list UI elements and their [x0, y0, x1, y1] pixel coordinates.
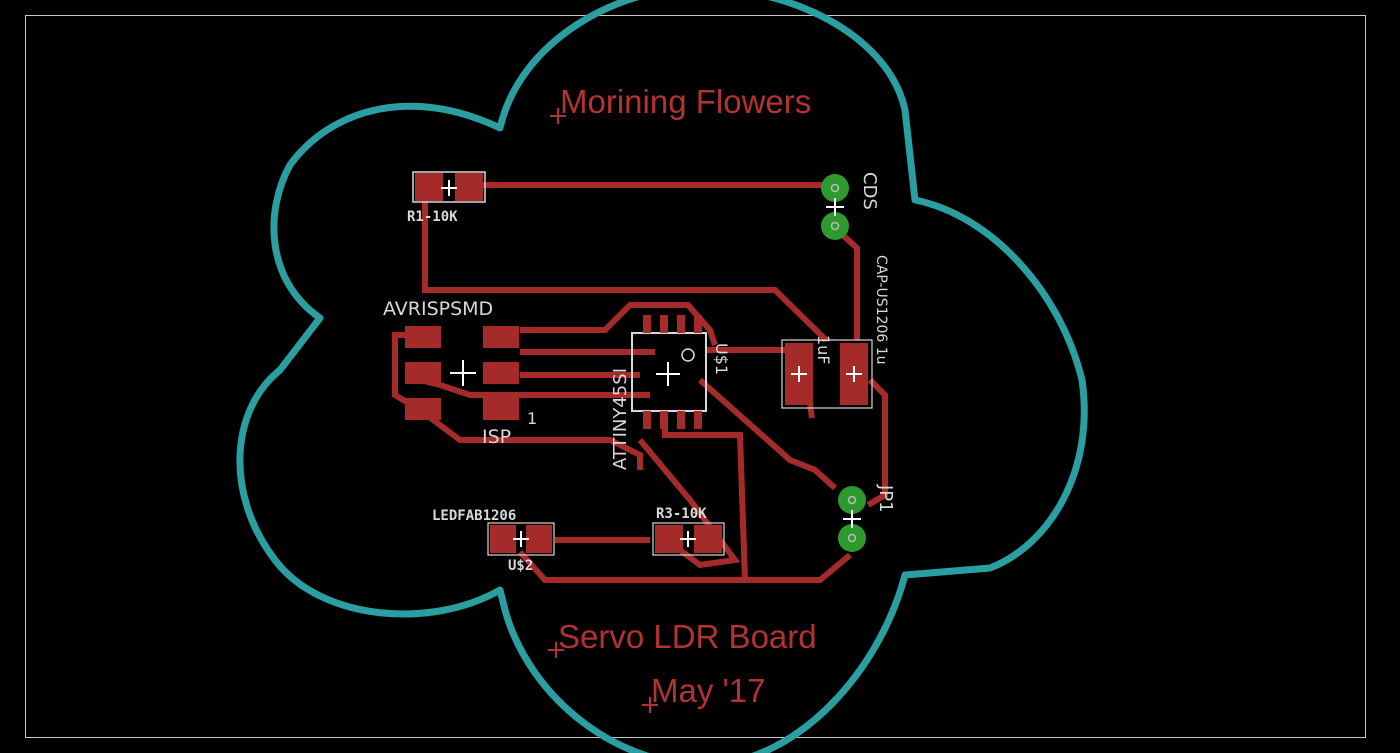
cds-pad-2	[821, 212, 849, 240]
trace-r1-down	[422, 188, 829, 343]
date-origin-cross	[642, 697, 658, 713]
ic-body	[631, 332, 707, 412]
jp1-pad-2	[838, 524, 866, 552]
cds-label: CDS	[859, 172, 880, 210]
isp-pad-1	[405, 326, 441, 348]
led-1206[interactable]	[487, 522, 555, 556]
trace-isp-top	[520, 302, 718, 346]
cap-label: 1uF	[814, 335, 833, 365]
jp1-pad-1	[838, 486, 866, 514]
r3-resistor[interactable]	[652, 522, 725, 556]
ic-ref-label: U$1	[712, 343, 731, 375]
isp-origin-cross	[450, 360, 476, 386]
jp1-label: JP1	[875, 484, 896, 513]
isp-pad-4	[483, 326, 519, 348]
flower-outline	[236, 0, 1088, 753]
subtitle-origin-cross	[548, 642, 564, 658]
trace-ic-diag	[698, 377, 838, 491]
isp-pin1-label: 1	[527, 409, 537, 428]
cds-origin-cross	[826, 198, 844, 216]
trace-bottom-return	[517, 550, 852, 583]
isp-pad-2	[405, 362, 441, 384]
cap-vendor-label: CAP-US1206 1u	[873, 255, 889, 365]
trace-r3-right	[678, 538, 741, 569]
r3-label: R3-10K	[656, 506, 707, 522]
isp-pad-5	[483, 362, 519, 384]
led-pad-right	[526, 525, 552, 553]
led-label: LEDFAB1206	[432, 508, 516, 524]
cds-sensor[interactable]	[821, 174, 849, 240]
r1-pad-left	[415, 173, 443, 201]
board-subtitle: Servo LDR Board	[558, 618, 817, 655]
r3-pad-left	[655, 525, 683, 553]
ic-pin1-marker	[681, 348, 695, 362]
r1-pad-right	[455, 173, 483, 201]
ic-label: ATTINY45SI	[610, 368, 631, 470]
cds-pad-1	[821, 174, 849, 202]
trace-cap-bottom	[807, 404, 815, 419]
jp1-connector[interactable]	[838, 486, 866, 552]
board-title: Morining Flowers	[560, 83, 811, 120]
isp-pad-6	[483, 398, 519, 420]
trace-cds-cap	[832, 225, 860, 340]
ic-origin-cross	[656, 362, 680, 386]
board-frame	[25, 15, 1366, 738]
isp-name-label: ISP	[482, 426, 511, 448]
board-date: May '17	[651, 672, 766, 709]
r1-body-outline	[412, 171, 486, 203]
isp-header-label: AVRISPSMD	[383, 298, 493, 320]
title-origin-cross	[550, 108, 566, 124]
trace-cap-jp	[866, 377, 888, 508]
r1-label: R1-10K	[407, 209, 458, 225]
trace-isp-bottom	[418, 407, 643, 470]
led-ref-label: U$2	[508, 558, 533, 574]
capacitor-1uf[interactable]	[781, 339, 873, 409]
r3-pad-right	[694, 525, 722, 553]
isp-pad-3	[405, 398, 441, 420]
led-pad-left	[490, 525, 516, 553]
attiny-ic[interactable]	[631, 315, 707, 429]
isp-header[interactable]	[405, 326, 519, 420]
r1-resistor[interactable]	[412, 171, 486, 203]
r1-origin-cross	[441, 180, 457, 196]
